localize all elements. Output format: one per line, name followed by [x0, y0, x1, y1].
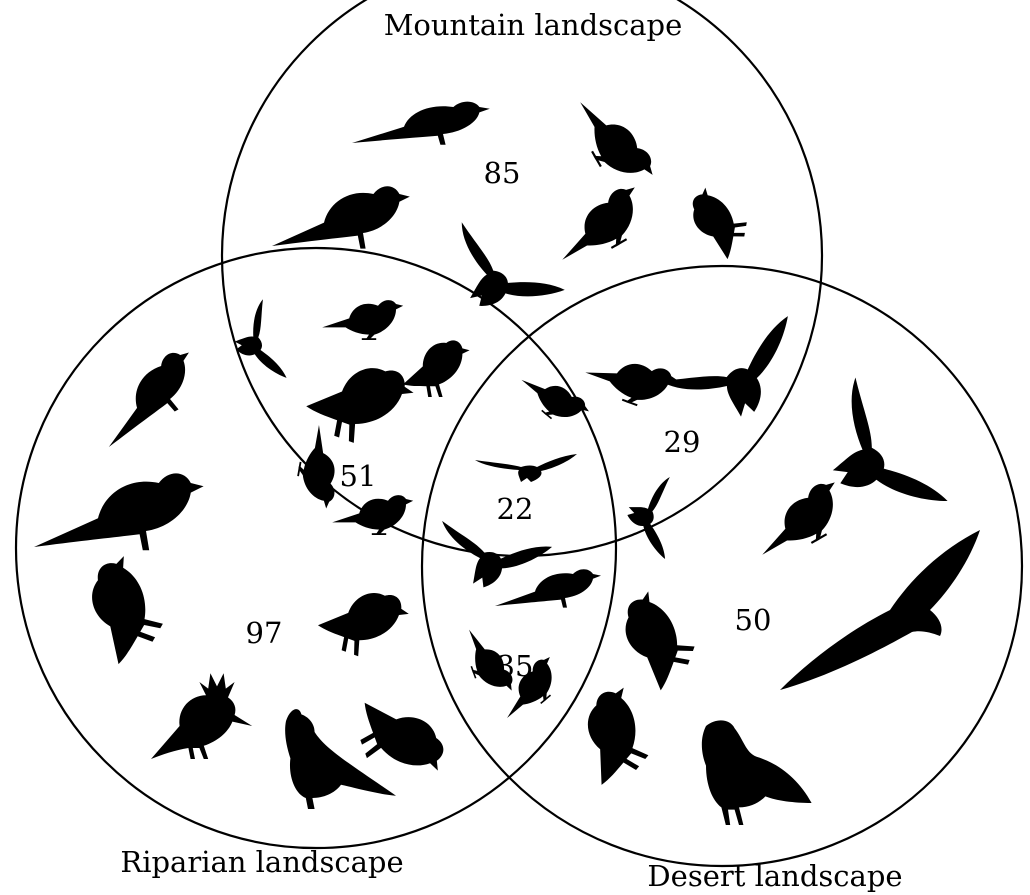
perched-bird-icon	[272, 186, 410, 248]
mountain-set-label: Mountain landscape	[384, 8, 683, 42]
perched-bird-icon	[606, 587, 707, 696]
mountain-riparian-count: 51	[340, 459, 377, 493]
perched-bird-icon	[495, 569, 601, 607]
perched-bird-icon	[581, 344, 681, 416]
perched-bird-icon	[684, 186, 751, 261]
flying-bird-icon	[621, 471, 679, 559]
perched-bird-icon	[332, 495, 413, 535]
perched-bird-icon	[63, 549, 182, 673]
mountain-desert-count: 29	[664, 425, 701, 459]
perched-bird-icon	[546, 181, 656, 273]
perched-bird-icon	[746, 476, 856, 568]
flying-bird-icon	[428, 211, 565, 341]
all-three-count: 22	[497, 492, 534, 526]
vulture-icon	[780, 530, 980, 690]
perched-bird-icon	[313, 575, 413, 668]
riparian-set-label: Riparian landscape	[120, 845, 403, 879]
flying-bird-icon	[654, 316, 815, 439]
perched-bird-icon	[352, 102, 490, 145]
perched-bird-icon	[322, 300, 403, 340]
perched-bird-icon	[34, 473, 204, 550]
perched-bird-icon	[403, 340, 470, 397]
perched-bird-icon	[557, 679, 672, 796]
desert-only-count: 50	[735, 603, 772, 637]
perched-bird-icon	[514, 361, 592, 434]
perched-bird-icon	[567, 86, 659, 196]
flying-bird-icon	[475, 454, 577, 482]
desert-set-label: Desert landscape	[647, 859, 902, 893]
flying-bird-icon	[228, 298, 286, 386]
crested-bird-icon	[151, 673, 252, 759]
riparian-only-count: 97	[246, 616, 283, 650]
grouse-icon	[702, 720, 812, 825]
mountain-only-count: 85	[484, 156, 521, 190]
perched-bird-icon	[84, 345, 211, 449]
